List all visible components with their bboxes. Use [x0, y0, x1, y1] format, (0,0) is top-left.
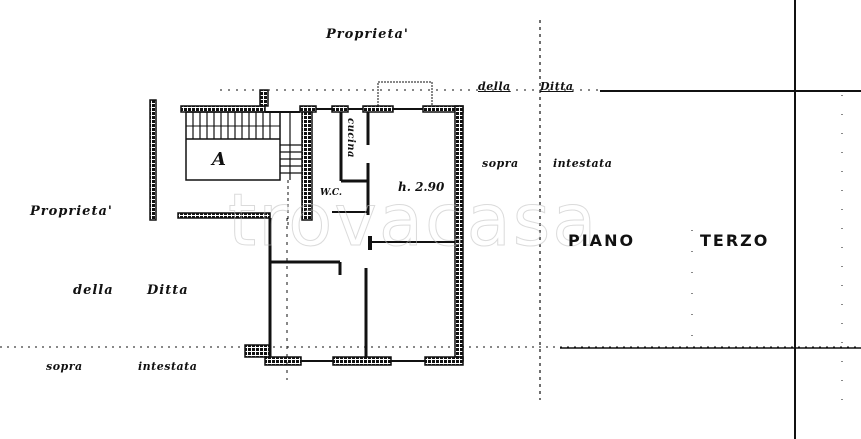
floor-title-terzo: TERZO [700, 231, 770, 250]
label-ditta-top: Ditta [540, 80, 574, 93]
label-della-top: della [478, 80, 511, 93]
ceiling-height-label: h. 2.90 [398, 180, 445, 194]
room-label-kitchen: cucina [345, 118, 356, 158]
room-label-wc: W.C. [320, 188, 342, 198]
label-intestata-bottom: intestata [138, 360, 198, 373]
label-sopra-top: sopra [482, 157, 519, 170]
walls [149, 89, 464, 366]
label-proprieta-top: Proprieta' [326, 27, 409, 42]
label-sopra-bottom: sopra [46, 360, 83, 373]
floor-title-piano: PIANO [568, 231, 636, 250]
stair [185, 111, 302, 380]
label-della-left: della [73, 283, 114, 298]
label-proprieta-left: Proprieta' [30, 204, 113, 219]
partitions [265, 81, 455, 362]
label-ditta-left: Ditta [147, 283, 189, 298]
watermark: trovacasa [227, 178, 599, 263]
stair-label: A [212, 149, 226, 170]
label-intestata-top: intestata [553, 157, 613, 170]
